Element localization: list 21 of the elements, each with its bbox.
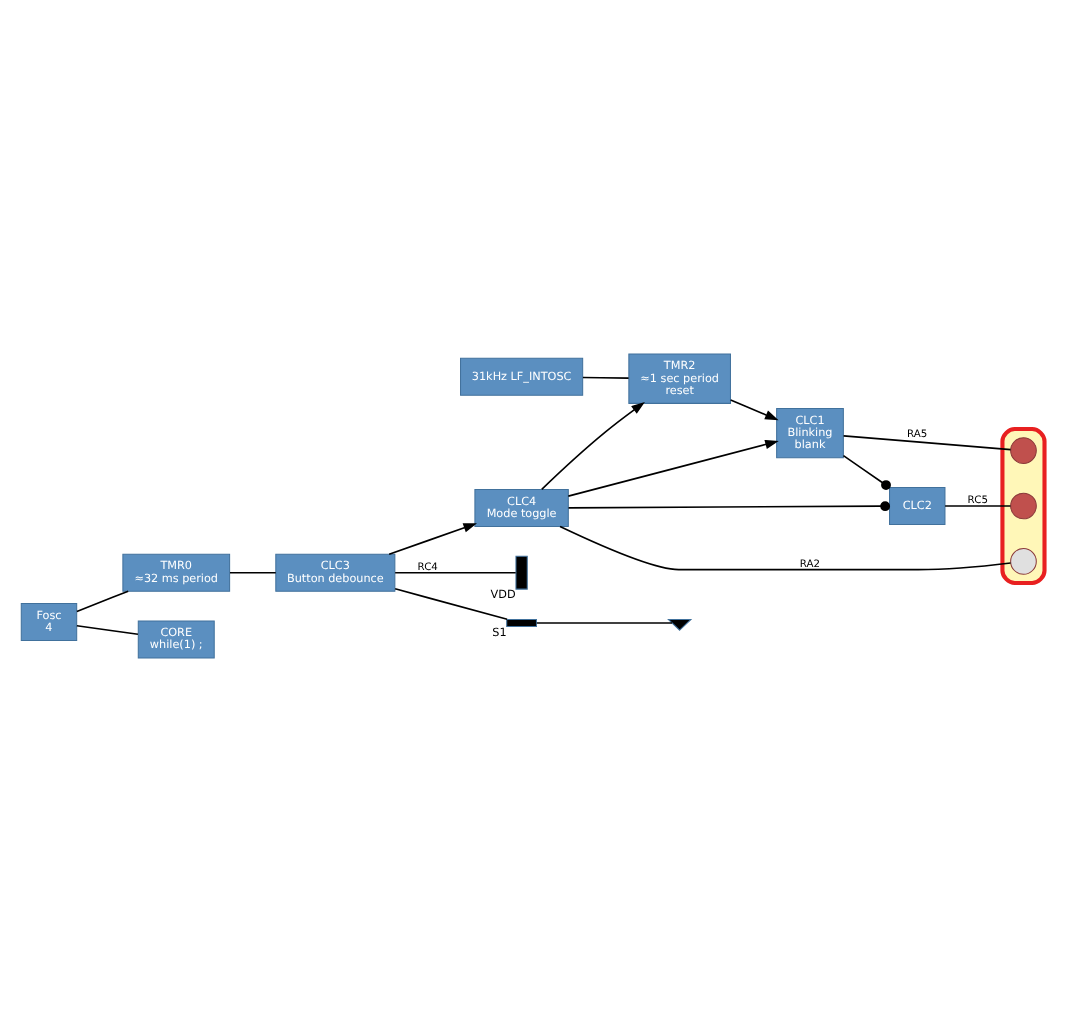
connector — [394, 571, 517, 574]
node-switch — [506, 618, 537, 628]
connector — [76, 624, 139, 636]
connector — [394, 587, 508, 621]
node-ground — [667, 618, 693, 631]
node-circle — [1010, 492, 1037, 520]
arrow — [540, 402, 645, 491]
node-circle — [1010, 548, 1037, 575]
arrow — [729, 399, 779, 421]
arrow — [388, 523, 477, 555]
cluster — [1000, 426, 1047, 586]
connector — [229, 571, 277, 574]
node-resistor — [515, 555, 528, 590]
connector — [567, 501, 891, 512]
connector — [842, 454, 891, 490]
node-circle — [1010, 437, 1037, 464]
connector — [76, 590, 129, 613]
connector — [535, 622, 673, 624]
arrow — [567, 439, 779, 497]
connector — [582, 376, 630, 379]
connector — [944, 505, 1012, 507]
